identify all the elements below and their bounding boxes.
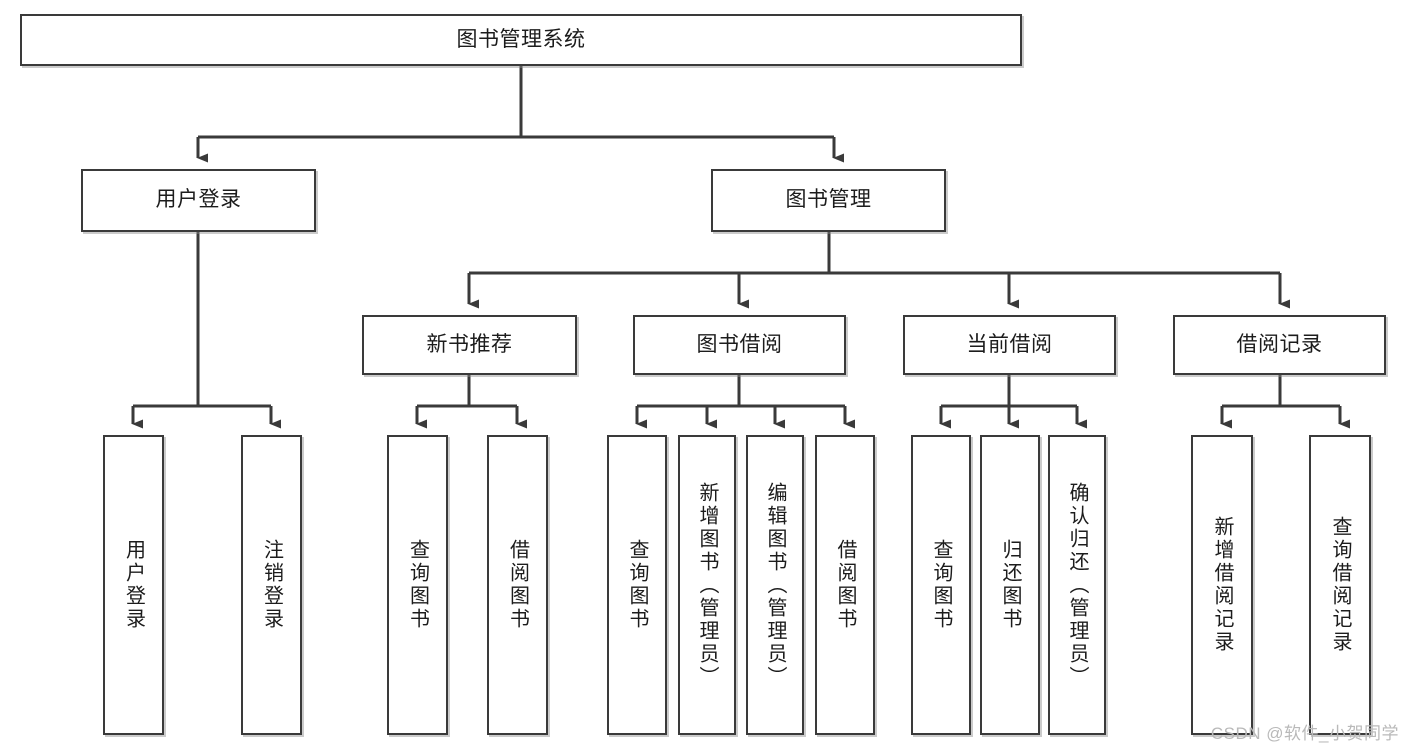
node-leaf-query-book-1[interactable]: 查询图书 [387,435,448,735]
node-leaf-query-record-label: 查询借阅记录 [1329,516,1351,654]
node-leaf-edit-book[interactable]: 编辑图书（管理员） [746,435,804,735]
node-leaf-user-login[interactable]: 用户登录 [103,435,164,735]
node-book-manage[interactable]: 图书管理 [711,169,946,232]
node-leaf-query-book-1-label: 查询图书 [406,539,429,631]
node-book-manage-label: 图书管理 [785,188,872,212]
node-leaf-borrow-book-1[interactable]: 借阅图书 [487,435,548,735]
node-leaf-logout[interactable]: 注销登录 [241,435,302,735]
node-leaf-query-book-3-label: 查询图书 [930,539,952,631]
node-current-borrow[interactable]: 当前借阅 [903,315,1116,375]
csdn-watermark: CSDN @软件_小贺同学 [1210,724,1399,743]
node-new-book-rec-label: 新书推荐 [426,332,513,356]
node-leaf-add-book-label: 新增图书（管理员） [696,481,718,689]
node-new-book-rec[interactable]: 新书推荐 [362,315,577,375]
node-leaf-logout-label: 注销登录 [260,539,283,631]
node-book-borrow-label: 图书借阅 [696,332,783,356]
node-leaf-borrow-book-1-label: 借阅图书 [506,539,529,631]
node-leaf-borrow-book-2-label: 借阅图书 [834,539,856,631]
node-leaf-add-book[interactable]: 新增图书（管理员） [678,435,736,735]
node-user-login[interactable]: 用户登录 [81,169,316,232]
node-book-borrow[interactable]: 图书借阅 [633,315,846,375]
node-current-borrow-label: 当前借阅 [966,332,1053,356]
node-leaf-borrow-book-2[interactable]: 借阅图书 [815,435,875,735]
node-leaf-user-login-label: 用户登录 [122,539,145,631]
node-borrow-record-label: 借阅记录 [1236,332,1323,356]
node-leaf-query-book-2-label: 查询图书 [626,539,648,631]
node-leaf-query-book-3[interactable]: 查询图书 [911,435,971,735]
node-borrow-record[interactable]: 借阅记录 [1173,315,1386,375]
node-leaf-edit-book-label: 编辑图书（管理员） [764,481,786,689]
node-leaf-add-record-label: 新增借阅记录 [1211,516,1233,654]
node-leaf-query-book-2[interactable]: 查询图书 [607,435,667,735]
node-leaf-return-book[interactable]: 归还图书 [980,435,1040,735]
node-root-label: 图书管理系统 [456,27,586,51]
node-leaf-return-book-label: 归还图书 [999,539,1021,631]
node-leaf-query-record[interactable]: 查询借阅记录 [1309,435,1371,735]
node-leaf-add-record[interactable]: 新增借阅记录 [1191,435,1253,735]
node-user-login-label: 用户登录 [155,188,242,212]
node-root[interactable]: 图书管理系统 [20,14,1022,66]
node-leaf-confirm-return[interactable]: 确认归还（管理员） [1048,435,1106,735]
node-leaf-confirm-return-label: 确认归还（管理员） [1066,481,1088,689]
